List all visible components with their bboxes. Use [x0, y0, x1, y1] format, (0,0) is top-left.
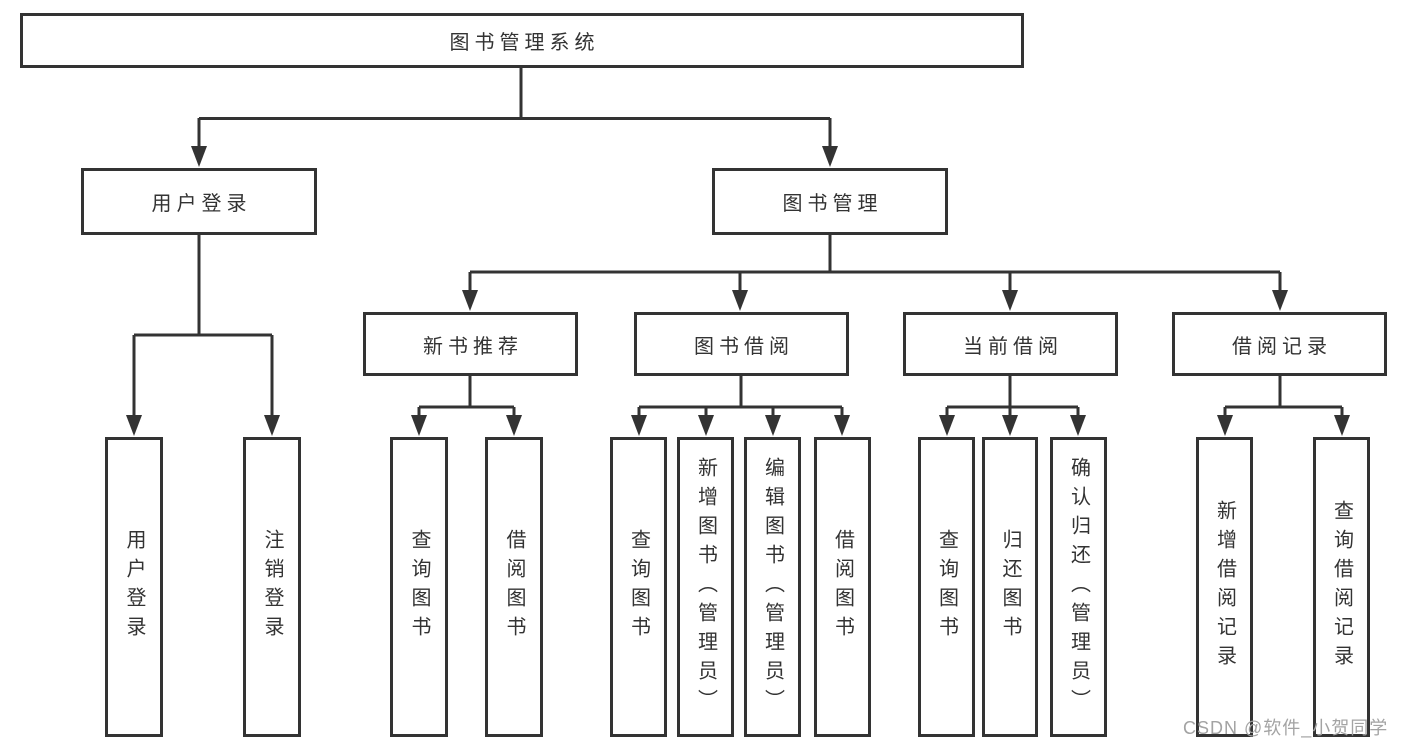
- leaf-borrow-books-recommend: 借阅图书: [485, 437, 543, 737]
- leaf-query-books-current: 查询图书: [918, 437, 975, 737]
- node-book-borrow: 图书借阅: [634, 312, 849, 376]
- leaf-borrow-books-borrow: 借阅图书: [814, 437, 871, 737]
- watermark-text: CSDN @软件_小贺同学: [1183, 718, 1389, 738]
- leaf-logout: 注销登录: [243, 437, 301, 737]
- leaf-query-books-recommend: 查询图书: [390, 437, 448, 737]
- node-book-management: 图书管理: [712, 168, 948, 235]
- leaf-edit-books-admin: 编辑图书（管理员）: [744, 437, 801, 737]
- node-library-system: 图书管理系统: [20, 13, 1024, 68]
- leaf-query-borrow-record: 查询借阅记录: [1313, 437, 1370, 737]
- leaf-return-books: 归还图书: [982, 437, 1038, 737]
- leaf-query-books-borrow: 查询图书: [610, 437, 667, 737]
- node-new-book-recommend: 新书推荐: [363, 312, 578, 376]
- leaf-user-login: 用户登录: [105, 437, 163, 737]
- node-user-login: 用户登录: [81, 168, 317, 235]
- arrowhead-icons: [126, 146, 1350, 436]
- node-current-borrow: 当前借阅: [903, 312, 1118, 376]
- leaf-confirm-return-admin: 确认归还（管理员）: [1050, 437, 1107, 737]
- node-borrow-records: 借阅记录: [1172, 312, 1387, 376]
- leaf-add-books-admin: 新增图书（管理员）: [677, 437, 734, 737]
- leaf-add-borrow-record: 新增借阅记录: [1196, 437, 1253, 737]
